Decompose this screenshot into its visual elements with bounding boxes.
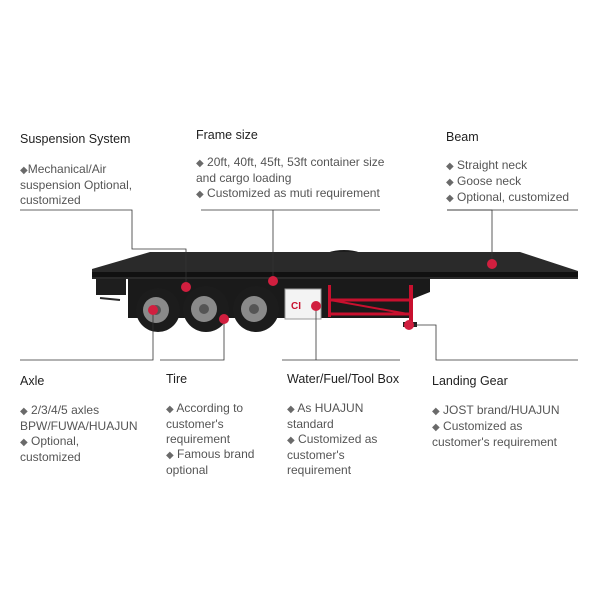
callout-line: customized: [20, 450, 138, 465]
callout-line-text: JOST brand/HUAJUN: [439, 403, 560, 417]
diamond-bullet-icon: ◆: [20, 406, 28, 417]
callout-line: ◆ Straight neck: [446, 158, 569, 174]
callout-line-text: Optional,: [27, 434, 80, 448]
axle-title: Axle: [20, 374, 45, 388]
diamond-bullet-icon: ◆: [432, 406, 440, 417]
callout-line: ◆ 20ft, 40ft, 45ft, 53ft container size: [196, 155, 384, 171]
callout-line-text: requirement: [166, 432, 231, 446]
callout-line-text: Famous brand: [173, 447, 255, 461]
callout-line: and cargo loading: [196, 171, 384, 186]
diamond-bullet-icon: ◆: [166, 450, 174, 461]
callout-line-text: customized: [20, 193, 81, 207]
callout-line: ◆ Customized as: [287, 432, 377, 448]
leader-lines: [20, 209, 578, 361]
marker-toolbox: [311, 301, 321, 311]
diamond-bullet-icon: ◆: [20, 165, 28, 176]
callout-line-text: suspension Optional,: [20, 178, 133, 192]
diamond-bullet-icon: ◆: [446, 161, 454, 172]
callout-line: ◆ JOST brand/HUAJUN: [432, 403, 560, 419]
callout-line: ◆ Customized as: [432, 419, 560, 435]
marker-landing-gear: [404, 320, 414, 330]
callout-line: customer's requirement: [432, 435, 560, 450]
callout-line: requirement: [166, 432, 254, 447]
callout-line-text: As HUAJUN: [294, 401, 364, 415]
callout-line-text: requirement: [287, 463, 352, 477]
callout-line: customer's: [287, 448, 377, 463]
diamond-bullet-icon: ◆: [432, 422, 440, 433]
callout-line-text: Goose neck: [453, 174, 522, 188]
callout-line-text: Straight neck: [453, 158, 528, 172]
callout-line-text: Customized as muti requirement: [203, 186, 380, 200]
callout-line: ◆ Optional, customized: [446, 190, 569, 206]
callout-line: ◆ Optional,: [20, 434, 138, 450]
callout-line: customized: [20, 193, 132, 208]
wheel-group: [136, 286, 279, 332]
diamond-bullet-icon: ◆: [196, 158, 204, 169]
callout-line: requirement: [287, 463, 377, 478]
marker-axle: [148, 305, 158, 315]
beam-title: Beam: [446, 130, 479, 144]
callout-line: suspension Optional,: [20, 178, 132, 193]
callout-line-text: According to: [173, 401, 244, 415]
callout-line: ◆ 2/3/4/5 axles: [20, 403, 138, 419]
marker-tire: [219, 314, 229, 324]
box-logo: CI: [291, 301, 301, 312]
callout-line-text: standard: [287, 417, 334, 431]
callout-line: ◆ Famous brand: [166, 447, 254, 463]
callout-line: ◆Mechanical/Air: [20, 162, 132, 178]
diamond-bullet-icon: ◆: [446, 193, 454, 204]
callout-line-text: BPW/FUWA/HUAJUN: [20, 419, 138, 433]
landing-gear-title: Landing Gear: [432, 374, 508, 388]
callout-line-text: Mechanical/Air: [27, 162, 107, 176]
callout-line-text: customer's: [166, 417, 224, 431]
suspension-title: Suspension System: [20, 132, 131, 146]
marker-beam: [487, 259, 497, 269]
callout-line-text: Optional, customized: [453, 190, 570, 204]
callout-line: optional: [166, 463, 254, 478]
diamond-bullet-icon: ◆: [446, 177, 454, 188]
diamond-bullet-icon: ◆: [20, 437, 28, 448]
callout-line-text: customized: [20, 450, 81, 464]
callout-line: ◆ Customized as muti requirement: [196, 186, 384, 202]
callout-markers: [148, 259, 497, 330]
marker-suspension: [181, 282, 191, 292]
toolbox-title: Water/Fuel/Tool Box: [287, 372, 400, 386]
diamond-bullet-icon: ◆: [287, 404, 295, 415]
callout-line-text: customer's: [287, 448, 345, 462]
diamond-bullet-icon: ◆: [166, 404, 174, 415]
callout-line-text: Customized as: [439, 419, 523, 433]
callout-line-text: and cargo loading: [196, 171, 292, 185]
callout-line: ◆ Goose neck: [446, 174, 569, 190]
callout-line-text: 2/3/4/5 axles: [27, 403, 100, 417]
diamond-bullet-icon: ◆: [196, 189, 204, 200]
callout-line: ◆ As HUAJUN: [287, 401, 377, 417]
callout-line-text: 20ft, 40ft, 45ft, 53ft container size: [203, 155, 385, 169]
callout-line-text: customer's requirement: [432, 435, 558, 449]
tire-title: Tire: [166, 372, 188, 386]
beam-desc: ◆ Straight neck◆ Goose neck◆ Optional, c…: [446, 158, 569, 206]
frame-size-title: Frame size: [196, 128, 258, 142]
marker-frame: [268, 276, 278, 286]
callout-line: BPW/FUWA/HUAJUN: [20, 419, 138, 434]
callout-line: standard: [287, 417, 377, 432]
diamond-bullet-icon: ◆: [287, 435, 295, 446]
callout-line: customer's: [166, 417, 254, 432]
callout-line-text: Customized as: [294, 432, 378, 446]
callout-line-text: optional: [166, 463, 209, 477]
callout-line: ◆ According to: [166, 401, 254, 417]
